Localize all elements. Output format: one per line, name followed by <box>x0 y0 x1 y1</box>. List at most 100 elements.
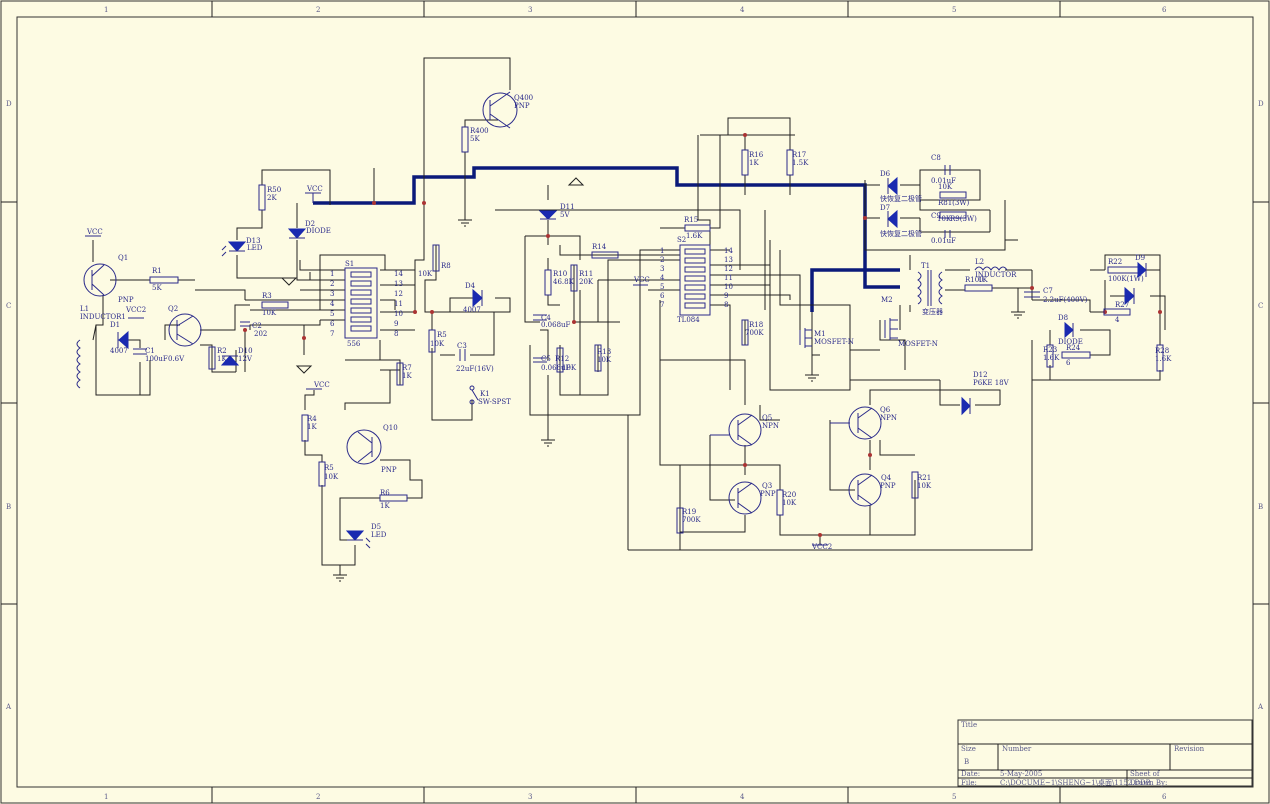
s1-pin-2: 2 <box>330 280 334 288</box>
capacitor-c5: C5 0.068uF <box>533 355 571 372</box>
resistor-r12: R12 10K <box>555 347 577 373</box>
r11-value: 20K <box>579 278 594 286</box>
r9-value: 10K <box>937 215 952 223</box>
transformer-t1: T1 变压器 <box>917 262 943 316</box>
col-label-1: 1 <box>104 6 108 14</box>
resistor-r81: 10K R81(3W) <box>938 183 970 207</box>
s2-pin-3: 3 <box>660 265 664 273</box>
d10-value: 12V <box>238 355 253 363</box>
r8-label: R8 <box>441 262 451 270</box>
resistor-r7: R7 1K <box>396 362 412 386</box>
r28-label: R28 <box>1155 347 1169 355</box>
r7-label: R7 <box>402 364 412 372</box>
resistor-r13: R13 10K <box>594 344 612 372</box>
diode-d4: D4 4007 <box>463 282 483 314</box>
r8-value: 10K <box>418 270 433 278</box>
k1-label: K1 <box>480 390 490 398</box>
d13-label: D13 <box>246 237 261 245</box>
r3-label: R3 <box>262 292 272 300</box>
s1-pin-8: 8 <box>394 330 398 338</box>
r100-label: R100 <box>965 276 984 284</box>
tvs-d12: D12 P6KE 18V <box>961 371 1010 416</box>
r23-label: R23 <box>1043 346 1057 354</box>
col-label-1-bottom: 1 <box>104 793 108 801</box>
diode-d6: D6 快恢复二极管 <box>880 170 922 203</box>
resistor-r50: R50 2K <box>258 184 281 211</box>
r81-label: R81(3W) <box>938 199 970 207</box>
s2-pin-9: 9 <box>724 292 728 300</box>
resistor-r5-bottom: R5 10K <box>318 461 339 487</box>
d7-value: 快恢复二极管 <box>880 229 922 238</box>
col-label-4: 4 <box>740 6 745 14</box>
s1-pin-5: 5 <box>330 310 334 318</box>
c7-label: C7 <box>1043 287 1053 295</box>
q5-type: NPN <box>762 422 779 430</box>
s2-pin-7: 7 <box>660 301 664 309</box>
s1-pin-4: 4 <box>330 300 335 308</box>
sheet-label: Sheet of <box>1130 770 1161 778</box>
transistor-q400: Q400 PNP <box>482 91 533 129</box>
c1-value: 100uF <box>145 355 168 363</box>
s1-value: 556 <box>347 340 361 348</box>
s2-pin-4: 4 <box>660 274 665 282</box>
diode-d3 <box>1124 286 1135 306</box>
r5-label: R5 <box>437 331 447 339</box>
resistor-r2: R2 1K <box>208 346 227 370</box>
s2-value: TL084 <box>677 316 700 324</box>
resistor-r5-top: R5 10K <box>428 329 447 353</box>
m2-value: MOSFET-N <box>898 340 938 348</box>
r24-label: R24 <box>1066 344 1081 352</box>
date-label: Date: <box>961 770 980 778</box>
r7-value: 1K <box>402 372 412 380</box>
r100-value: 1K <box>978 276 988 284</box>
transistor-q5: Q5 NPN <box>710 413 779 447</box>
transistor-q4: Q4 PNP <box>848 473 896 507</box>
s2-pin-13: 13 <box>724 256 733 264</box>
vcc-symbols: VCC VCC VCC VCC VCC2 VCC2 <box>85 185 832 551</box>
resistor-r6: R6 1K <box>379 489 408 510</box>
col-label-4-bottom: 4 <box>740 793 745 801</box>
r6-label: R6 <box>380 489 390 497</box>
q4-type: PNP <box>880 482 896 490</box>
col-label-2-bottom: 2 <box>316 793 320 801</box>
vcc2-label-a: VCC2 <box>125 306 146 314</box>
c3-label: C3 <box>457 342 467 350</box>
r22-label: R22 <box>1108 258 1122 266</box>
resistor-r23: R23 1.6K <box>1043 344 1060 368</box>
l1-label: L1 <box>80 305 89 313</box>
r6-value: 1K <box>380 502 390 510</box>
d11-label: D11 <box>560 203 575 211</box>
capacitor-c9: C9 0.01uF <box>931 212 956 245</box>
t1-label: T1 <box>921 262 930 270</box>
q400-label: Q400 <box>514 94 533 102</box>
r21-value: 10K <box>917 482 932 490</box>
c9-value: 0.01uF <box>931 237 956 245</box>
r15-label: R15 <box>684 216 698 224</box>
r9-label: R9(3W) <box>950 215 977 223</box>
transistor-q6: Q6 NPN <box>830 406 897 440</box>
col-label-3-bottom: 3 <box>528 793 532 801</box>
r5b-label: R5 <box>324 464 334 472</box>
resistor-r14: R14 <box>591 243 619 259</box>
d5-label: D5 <box>371 523 381 531</box>
r10-value: 46.8K <box>553 278 575 286</box>
r16-value: 1K <box>749 159 759 167</box>
row-label-a: A <box>5 703 12 711</box>
junction-dots <box>243 133 1162 537</box>
resistor-r11: R11 20K <box>570 264 594 292</box>
resistor-r19: R19 700K <box>676 507 701 534</box>
capacitor-c2: C2 202 <box>240 321 267 338</box>
capacitor-c7: C7 2.2uF(400V) <box>1024 287 1088 304</box>
t1-value: 变压器 <box>922 307 943 316</box>
date-value: 5-May-2005 <box>1000 770 1042 778</box>
col-label-6-bottom: 6 <box>1162 793 1167 801</box>
s1-pin-12: 12 <box>394 290 403 298</box>
resistor-r17: R17 1.5K <box>786 149 809 176</box>
q3-label: Q3 <box>762 482 772 490</box>
k1-value: SW-SPST <box>478 398 511 406</box>
r27-label: R27 <box>1115 301 1129 309</box>
resistor-r9: 10K R9(3W) <box>937 211 977 223</box>
s2-pin-6: 6 <box>660 292 665 300</box>
led-d13: D13 LED <box>221 237 263 257</box>
